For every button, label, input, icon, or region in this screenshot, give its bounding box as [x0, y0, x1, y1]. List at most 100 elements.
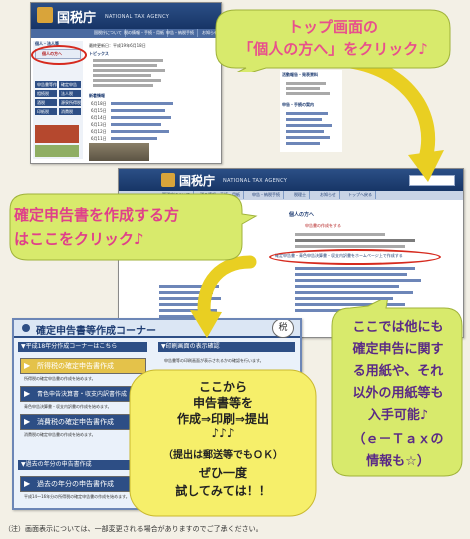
- callout-text: ここでは他にも: [352, 320, 444, 335]
- link-line[interactable]: [295, 273, 407, 276]
- callout-text: る用紙や、それ: [352, 364, 444, 379]
- consumption-tax-button[interactable]: ▶ 消費税の確定申告書作成: [20, 414, 146, 430]
- text-line: [93, 84, 153, 87]
- arrow-icon: ▶: [24, 479, 31, 488]
- left-link[interactable]: [159, 303, 207, 306]
- news-link[interactable]: [111, 102, 173, 105]
- link-line[interactable]: [295, 279, 421, 282]
- screenshot-top-page: 国税庁 NATIONAL TAX AGENCY 国税庁について 税の情報・手続・…: [30, 2, 222, 164]
- site-logo-en: NATIONAL TAX AGENCY: [223, 178, 288, 184]
- site-logo[interactable]: 国税庁: [179, 174, 216, 188]
- logo-emblem-icon: [37, 7, 53, 23]
- callout-text: トップ画面の: [287, 18, 378, 36]
- right-link[interactable]: [286, 136, 330, 139]
- button-description: 所得税の確定申告書の作成を始めます。: [24, 376, 96, 381]
- banner-image[interactable]: [35, 145, 79, 157]
- news-link[interactable]: [111, 116, 171, 119]
- bubble-shape: [215, 9, 451, 72]
- news-link[interactable]: [111, 109, 165, 112]
- text-line: [93, 59, 163, 62]
- highlight-circle: [31, 45, 87, 65]
- text-line: [295, 233, 385, 236]
- news-date: 6月18日: [91, 101, 107, 106]
- bubble-shape: [331, 300, 463, 477]
- search-box[interactable]: [409, 175, 455, 186]
- nav-item[interactable]: トップへ戻る: [345, 191, 376, 199]
- sidebar-header: 個人・法人等: [35, 41, 59, 46]
- sidebar-item[interactable]: 法人税: [59, 90, 81, 97]
- link-line[interactable]: [295, 291, 413, 294]
- left-link[interactable]: [159, 285, 219, 288]
- right-link[interactable]: [286, 118, 322, 121]
- sidebar-item[interactable]: 酒税: [35, 99, 57, 106]
- text-line: [295, 239, 415, 242]
- sidebar-item-label: 酒税: [37, 100, 45, 105]
- bubble-shape: [9, 193, 258, 261]
- screenshot-top-right-column: 活動報告・発表資料 申告・手続の案内: [280, 70, 342, 152]
- site-header: 国税庁 NATIONAL TAX AGENCY: [31, 3, 221, 29]
- link-line[interactable]: [295, 267, 415, 270]
- sidebar-item-label: 法人税: [61, 91, 73, 96]
- nav-item[interactable]: 国税庁について: [91, 29, 126, 37]
- sidebar-item[interactable]: 源泉所得税: [59, 99, 81, 106]
- link-line[interactable]: [295, 297, 393, 300]
- title-icon: [22, 324, 30, 332]
- news-date: 6月11日: [91, 136, 107, 141]
- sub-heading: 申告書の作成をする: [305, 223, 341, 228]
- button-label: 消費税の確定申告書作成: [37, 418, 114, 426]
- site-header: 国税庁 NATIONAL TAX AGENCY: [119, 169, 463, 191]
- nav-item[interactable]: お知らせ: [317, 191, 340, 199]
- callout-text: （提出は郵送等でもＯＫ）: [163, 450, 283, 461]
- arrow-head: [408, 150, 444, 182]
- banner-image[interactable]: [35, 125, 79, 143]
- section-heading: ▼平成18年分作成コーナーはこちら: [18, 342, 147, 352]
- sidebar-item[interactable]: 申告書等作成: [35, 81, 61, 88]
- text-line: [93, 64, 157, 67]
- corner-title-bar: 確定申告書等作成コーナー: [14, 320, 300, 338]
- news-date: 6月14日: [91, 115, 107, 120]
- right-link[interactable]: [286, 142, 320, 145]
- left-link[interactable]: [159, 291, 213, 294]
- callout-text: 確定申告書を作成する方: [14, 206, 180, 224]
- nav-item[interactable]: 税理士: [291, 191, 310, 199]
- right-link[interactable]: [286, 112, 328, 115]
- right-link[interactable]: [286, 130, 324, 133]
- right-link[interactable]: [286, 124, 332, 127]
- site-logo[interactable]: 国税庁: [57, 11, 97, 26]
- callout-text: はここをクリック♪: [14, 230, 144, 248]
- sidebar-item[interactable]: 確定申告: [59, 81, 81, 88]
- nav-item[interactable]: 申告・納税手続: [249, 191, 284, 199]
- logo-emblem-icon: [161, 173, 175, 187]
- news-link[interactable]: [111, 123, 161, 126]
- curved-arrow: [197, 255, 257, 325]
- footnote: （注）画面表示については、一部変更される場合がありますのでご了承ください。: [4, 525, 263, 533]
- left-link[interactable]: [159, 309, 217, 312]
- callout-text: 以外の用紙等も: [352, 386, 444, 401]
- curved-arrow: [323, 53, 436, 167]
- news-date: 6月12日: [91, 129, 107, 134]
- tax-badge: 税: [272, 320, 294, 338]
- news-date: 6月13日: [91, 122, 107, 127]
- left-link[interactable]: [159, 315, 211, 318]
- callout-text: 作成⇒印刷⇒提出: [176, 412, 270, 426]
- sidebar-item-label: 確定申告: [61, 82, 77, 87]
- sidebar-item[interactable]: 相続税: [35, 90, 57, 97]
- income-tax-button[interactable]: ▶ 所得税の確定申告書作成: [20, 358, 146, 374]
- sidebar-item-label: 申告書等作成: [37, 82, 61, 87]
- news-link[interactable]: [111, 130, 169, 133]
- left-link[interactable]: [159, 297, 221, 300]
- link-line[interactable]: [295, 285, 399, 288]
- nav-item[interactable]: 申告・納税手続: [163, 29, 198, 37]
- past-year-button[interactable]: ▶ 過去の年分の申告書作成: [20, 476, 146, 492]
- sidebar-item[interactable]: 印紙税: [35, 108, 57, 115]
- callout-right: ここでは他にも 確定申告に関す る用紙や、それ 以外の用紙等も 入手可能♪ （ｅ…: [328, 300, 466, 480]
- news-link[interactable]: [111, 137, 157, 140]
- corner-title: 確定申告書等作成コーナー: [36, 326, 156, 337]
- sidebar-item[interactable]: 消費税: [59, 108, 81, 115]
- button-label: 青色申告決算書・収支内訳書作成: [37, 391, 128, 398]
- text-line: [286, 82, 326, 85]
- blue-return-button[interactable]: ▶ 青色申告決算書・収支内訳書作成: [20, 386, 146, 402]
- bubble-shape: [129, 369, 317, 517]
- nav-item[interactable]: 税の情報・手続・用紙: [121, 29, 168, 37]
- link-line[interactable]: [295, 303, 405, 306]
